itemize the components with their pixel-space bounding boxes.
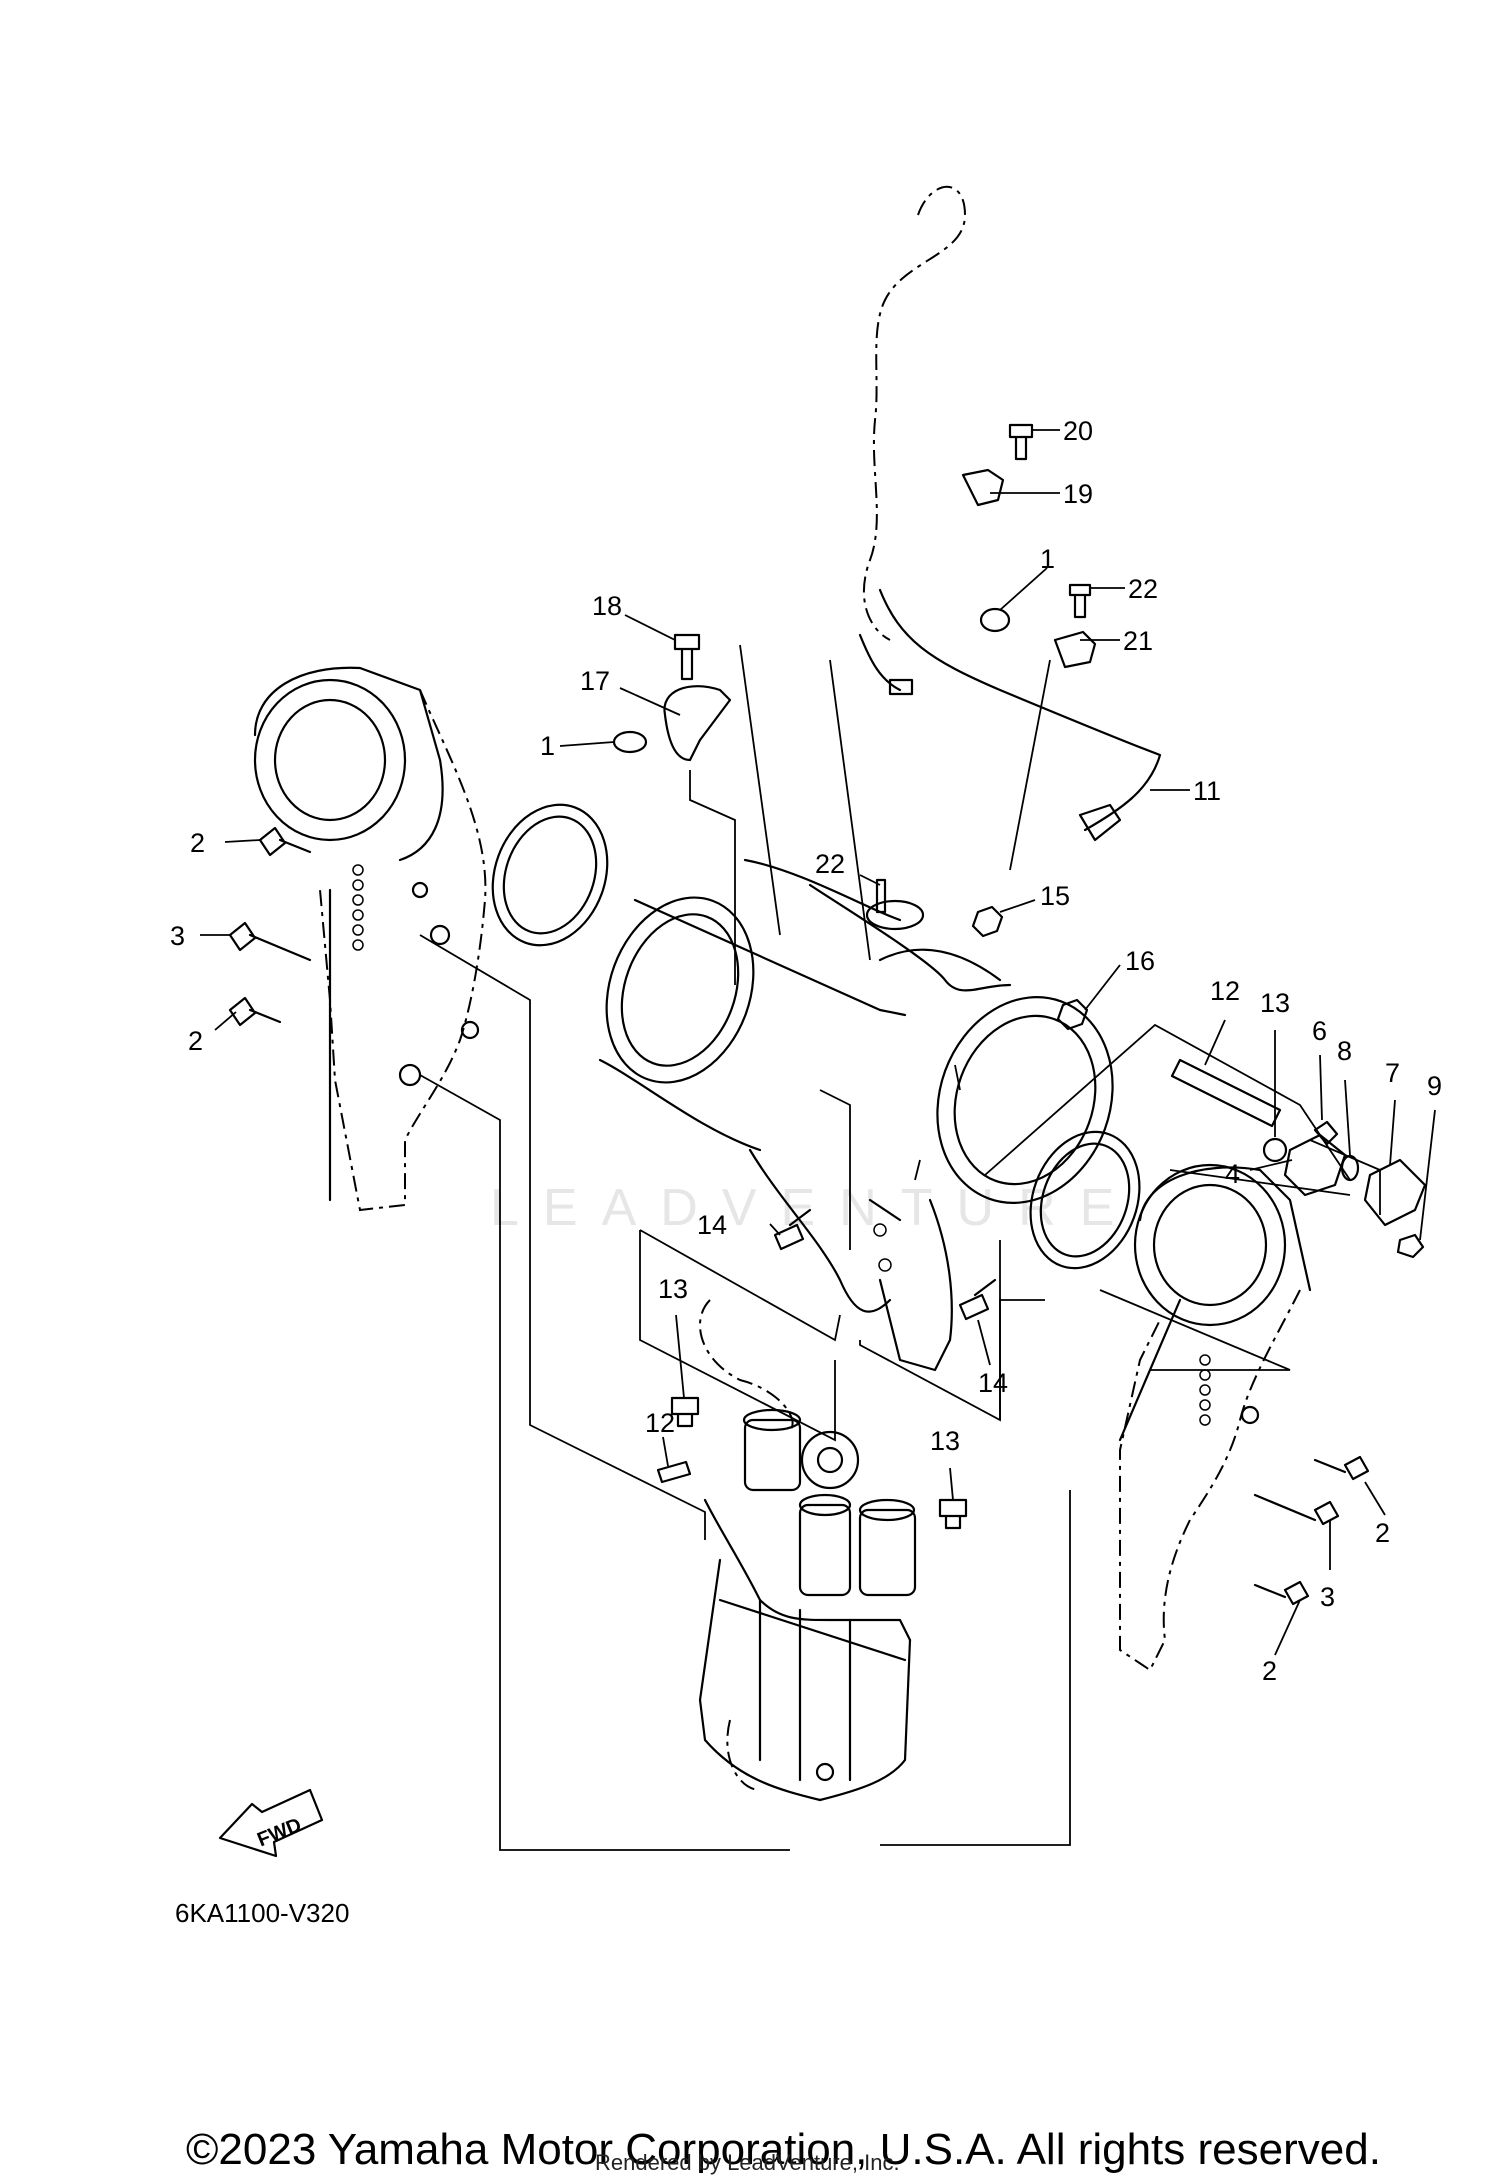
swivel-bracket	[598, 858, 1114, 1372]
callout-2-upper-right: 2	[1375, 1518, 1390, 1548]
fwd-label: FWD	[254, 1814, 304, 1851]
callout-17: 18	[592, 591, 622, 621]
callout-15-upper: 15	[1040, 881, 1070, 911]
callout-13-right: 13	[930, 1426, 960, 1456]
callout-1-left: 1	[540, 731, 555, 761]
callout-21: 22	[1128, 574, 1158, 604]
rendered-by-credit: Rendered by LeadVenture, Inc.	[595, 2150, 900, 2175]
hardware	[228, 423, 1427, 1606]
callout-2-lower-right: 2	[1262, 1656, 1277, 1686]
callout-3-left: 3	[170, 921, 185, 951]
assembly-guide-lines	[419, 644, 1381, 1851]
left-clamp-bracket	[253, 666, 487, 1212]
trim-sensor-cable	[858, 185, 1162, 842]
callout-10: 12	[1210, 976, 1240, 1006]
callout-2-lower-left: 2	[188, 1026, 203, 1056]
callout-16: 17	[580, 666, 610, 696]
right-bushing-ring	[1029, 1130, 1141, 1270]
callout-22: 22	[815, 849, 845, 879]
copyright-notice: ©2023 Yamaha Motor Corporation, U.S.A. A…	[186, 2125, 1381, 2174]
callout-6: 7	[1385, 1058, 1400, 1088]
diagram-code: 6KA1100-V320	[175, 1898, 350, 1928]
watermark: LEADVENTURE	[490, 1179, 1138, 1237]
fwd-arrow-icon: FWD	[218, 1788, 324, 1858]
callout-labels: 20 19 1 22 21 11 18 17 1 2 3 2 22 15 16 …	[170, 416, 1442, 1686]
callout-18: 19	[1063, 479, 1093, 509]
callout-13-left: 13	[658, 1274, 688, 1304]
callout-2-upper-left: 2	[190, 828, 205, 858]
callout-12: 13	[1260, 988, 1290, 1018]
power-trim-tilt-unit	[698, 1299, 917, 1802]
callout-4: 4	[1225, 1159, 1240, 1189]
callout-19: 20	[1063, 416, 1093, 446]
callout-11: 12	[645, 1408, 675, 1438]
callout-14-right: 14	[978, 1368, 1008, 1398]
callout-8: 9	[1427, 1071, 1442, 1101]
callout-9: 11	[1193, 776, 1221, 806]
callout-5: 6	[1312, 1016, 1327, 1046]
left-bushing-ring	[491, 803, 609, 947]
callout-3-right: 3	[1320, 1582, 1335, 1612]
callout-7: 8	[1337, 1036, 1352, 1066]
callout-14-left: 14	[697, 1210, 727, 1240]
callout-1-right: 1	[1040, 544, 1055, 574]
leader-lines	[200, 429, 1436, 1656]
right-clamp-bracket	[1118, 1163, 1312, 1672]
callout-15-lower: 16	[1125, 946, 1155, 976]
callout-20: 21	[1123, 626, 1153, 656]
